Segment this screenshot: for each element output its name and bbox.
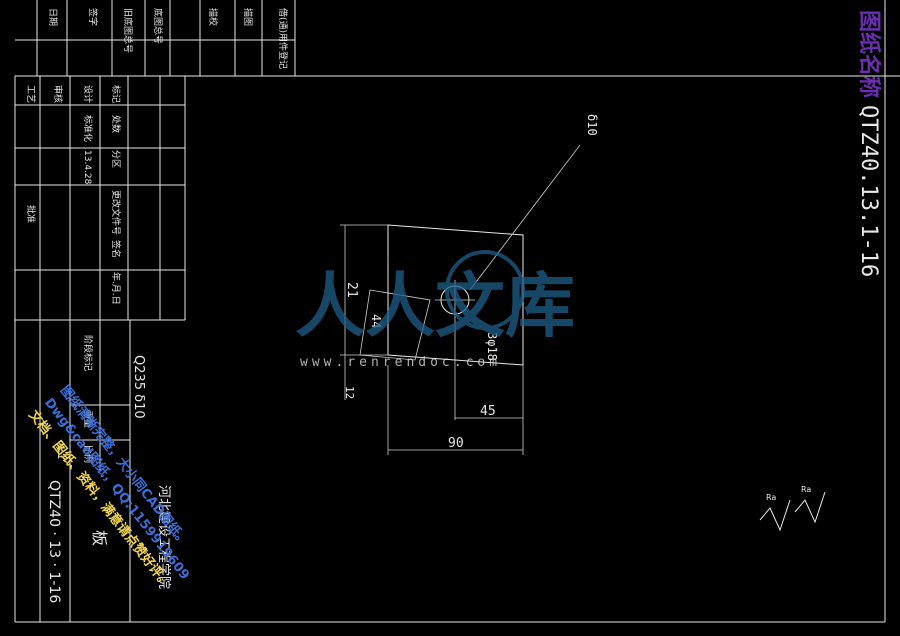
title-block <box>15 76 186 622</box>
tb-shenhe: 审核 <box>52 85 64 103</box>
side-table-labels: 借(通)用件登记 描图 描校 底图总号 旧底图总号 签字 日期 <box>47 8 289 69</box>
tb-pizhun: 批准 <box>25 205 37 223</box>
watermark-logo-icon <box>445 250 525 330</box>
tb-chushu: 处数 <box>110 115 122 133</box>
watermark: 人人文库 www.renrendoc.com <box>295 250 575 370</box>
svg-text:Ra: Ra <box>766 493 776 502</box>
tb-scale: 1:1 <box>55 445 65 459</box>
roughness-icon-2 <box>794 491 826 524</box>
side-label-7: 日期 <box>47 8 58 26</box>
leader-line <box>469 144 581 291</box>
svg-text:图纸名称: 图纸名称 <box>856 10 882 98</box>
tb-fenqu: 分区 <box>110 150 121 168</box>
roughness-symbols: Ra Ra <box>759 485 826 532</box>
tb-nianyueri: 年.月.日 <box>110 272 122 305</box>
side-label-4: 底图总号 <box>152 8 164 44</box>
dim-12: 12 <box>343 386 356 399</box>
tb-zhongliang: 重量 <box>82 410 94 428</box>
dim-21: 21 <box>344 282 359 298</box>
dim-thickness: δ10 <box>585 114 599 136</box>
svg-text:www.renrendoc.com: www.renrendoc.com <box>300 355 501 370</box>
tb-jieduan: 阶段标记 <box>82 335 94 371</box>
dim-3phi18: 3φ18 <box>485 332 499 361</box>
drawing-number-big: 图纸名称 QTZ40.13.1-16 <box>856 10 882 277</box>
material-spec: Q235 δ10 <box>131 355 146 419</box>
dimensions: 21 44 3φ18 12 45 90 δ10 <box>343 114 599 451</box>
side-label-2: 描图 <box>242 8 254 26</box>
company-name: 河北建设工程学院 <box>156 485 172 589</box>
side-label-5: 旧底图总号 <box>122 8 134 53</box>
svg-text:人人文库: 人人文库 <box>295 265 575 347</box>
part-name: 板 <box>90 530 109 546</box>
side-label-6: 签字 <box>87 8 99 26</box>
side-label-3: 描校 <box>207 8 219 26</box>
tb-date: 13.4.28 <box>82 150 92 185</box>
dim-90: 90 <box>448 436 464 451</box>
tb-gongyi: 工艺 <box>25 85 36 103</box>
title-block-labels: 工艺 批准 审核 设计 标准化 13.4.28 标记 处数 分区 更改文件号 签… <box>25 85 172 603</box>
dim-45: 45 <box>480 404 496 419</box>
tb-sheji: 设计 <box>82 85 94 103</box>
drawing-number-small: QTZ40 · 13 · 1-16 <box>46 480 62 603</box>
tb-qianming: 签名 <box>110 240 122 258</box>
svg-text:QTZ40.13.1-16: QTZ40.13.1-16 <box>856 105 881 277</box>
roughness-icon-1 <box>759 499 791 532</box>
tb-bili: 比例 <box>82 445 94 463</box>
svg-text:Ra: Ra <box>801 485 811 494</box>
side-table <box>15 0 296 76</box>
side-label-1: 借(通)用件登记 <box>277 8 289 69</box>
dim-44: 44 <box>369 314 383 328</box>
part-chamfer <box>359 289 431 361</box>
tb-biaoji: 标记 <box>110 85 122 103</box>
tb-genggai: 更改文件号 <box>110 190 122 235</box>
tb-biaozhunhua: 标准化 <box>82 115 94 142</box>
